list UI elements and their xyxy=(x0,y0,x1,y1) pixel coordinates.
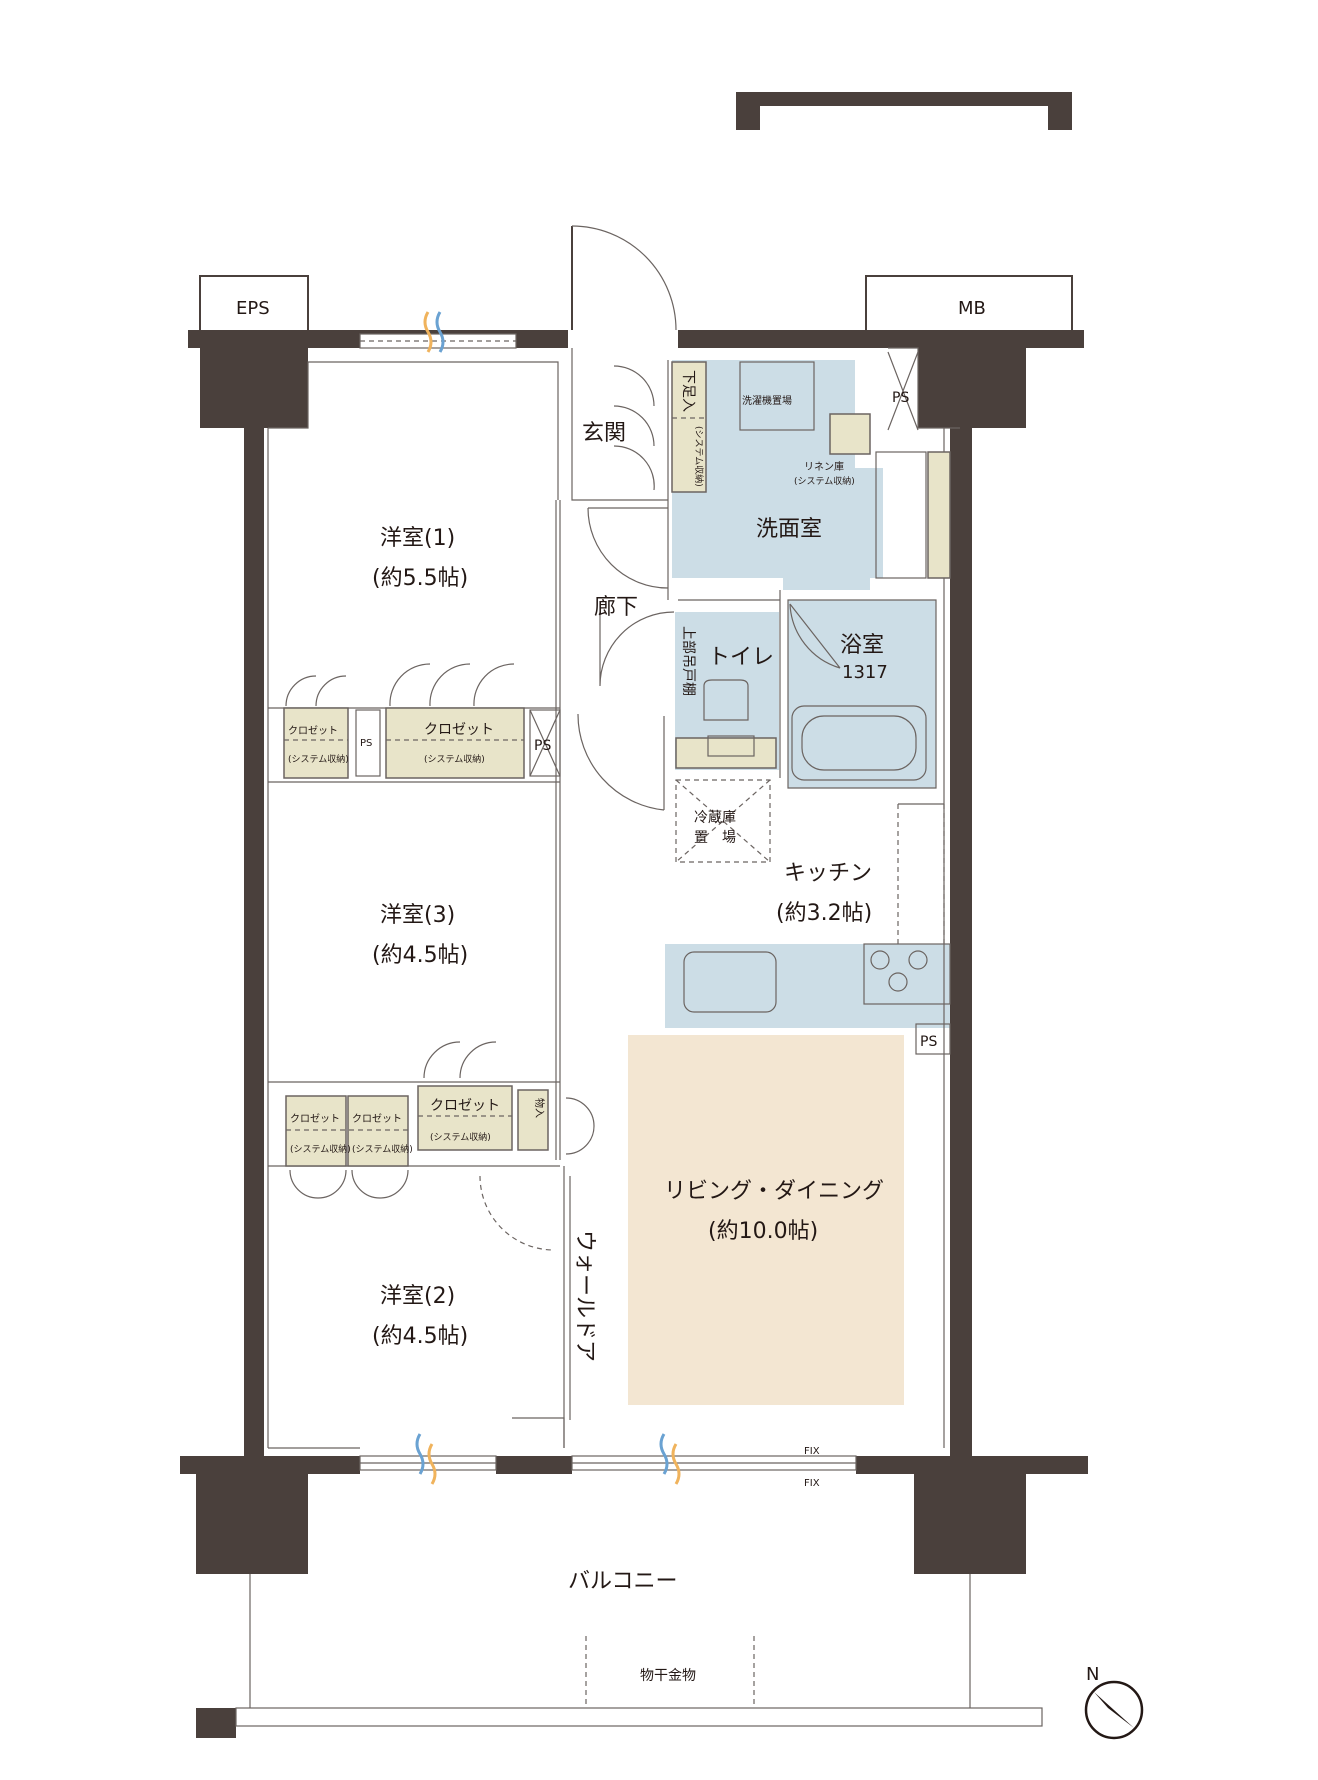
room3-name: 洋室(3) xyxy=(380,903,455,928)
hallway-label: 廊下 xyxy=(594,595,638,620)
washer-label: 洗濯機置場 xyxy=(742,394,792,407)
bathtub xyxy=(791,705,927,781)
cooktop xyxy=(863,943,951,1005)
closet-sys-r3: (システム収納) xyxy=(430,1131,491,1143)
ldk-size: (約10.0帖) xyxy=(708,1219,818,1244)
closet-sys-r1a: (システム収納) xyxy=(288,753,349,765)
structure-walls xyxy=(180,330,1088,1738)
washer-space xyxy=(739,361,815,431)
linen-storage xyxy=(927,451,951,579)
closet-sys-r1b: (システム収納) xyxy=(424,753,485,765)
storage-label: 物入 xyxy=(533,1098,546,1118)
shoe-system-label: (システム収納) xyxy=(693,426,705,487)
eps-label: EPS xyxy=(236,298,270,319)
ps-label-kitchen: PS xyxy=(920,1034,937,1050)
ldk-label: リビング・ダイニング xyxy=(664,1179,884,1204)
bath-label: 浴室 xyxy=(840,633,884,658)
storage-units xyxy=(283,351,951,1167)
windows xyxy=(359,311,857,1485)
fridge-label-2: 置 場 xyxy=(694,830,736,846)
closet-label-r1a: クロゼット xyxy=(288,725,338,737)
closet-sys-r2a: (システム収納) xyxy=(290,1143,351,1155)
eps-box: EPS xyxy=(199,275,309,330)
shoe-storage-label: 下足入 xyxy=(680,370,696,412)
closet-room2-left xyxy=(285,1095,347,1167)
room3-size: (約4.5帖) xyxy=(372,943,468,968)
kitchen-label: キッチン xyxy=(784,861,872,886)
closet-label-r2a: クロゼット xyxy=(290,1113,340,1125)
ps-label-mid: PS xyxy=(534,738,551,754)
area-fills xyxy=(628,360,952,1405)
exterior-corridor-marker xyxy=(736,92,1072,130)
room2-name: 洋室(2) xyxy=(380,1284,455,1309)
bath-size: 1317 xyxy=(842,662,888,683)
closet-label-r1b: クロゼット xyxy=(424,722,494,738)
entrance-label: 玄関 xyxy=(582,421,626,446)
closet-room2-right xyxy=(347,1095,409,1167)
closet-label-r3: クロゼット xyxy=(430,1098,500,1114)
compass-icon xyxy=(1084,1680,1144,1740)
storage-hall xyxy=(517,1089,549,1151)
washroom-label: 洗面室 xyxy=(756,517,822,542)
mb-box: MB xyxy=(865,275,1073,330)
room1-size: (約5.5帖) xyxy=(372,566,468,591)
closet-sys-r2b: (システム収納) xyxy=(352,1143,413,1155)
kitchen-size: (約3.2帖) xyxy=(776,901,872,926)
linen-system-label: (システム収納) xyxy=(794,475,855,487)
balcony-label: バルコニー xyxy=(568,1569,678,1594)
closet-room1-right xyxy=(385,707,525,779)
toilet-label: トイレ xyxy=(708,645,774,670)
fridge-label-1: 冷蔵庫 xyxy=(694,809,736,826)
kitchen-counter xyxy=(665,944,952,1028)
toilet-bowl xyxy=(703,679,749,721)
vanity-unit xyxy=(875,451,927,579)
living-dining-area xyxy=(628,1035,904,1405)
closet-label-r2b: クロゼット xyxy=(352,1113,402,1125)
hanger-label: 物干金物 xyxy=(640,1668,696,1684)
fix-label-1: FIX xyxy=(804,1446,820,1457)
ps-label-top: PS xyxy=(892,390,909,406)
room2-size: (約4.5帖) xyxy=(372,1324,468,1349)
ps-label-small: PS xyxy=(360,738,372,749)
doors xyxy=(285,225,841,1251)
compass: N xyxy=(1084,1664,1144,1740)
small-labels: 洗濯機置場 リネン庫 (システム収納) PS PS PS PS 冷蔵庫 置 場 … xyxy=(288,370,937,1684)
fix-label-2: FIX xyxy=(804,1478,820,1489)
compass-north: N xyxy=(1086,1664,1099,1685)
mb-label: MB xyxy=(958,298,986,319)
kitchen-sink xyxy=(683,951,777,1013)
wall-door-label: ウォールドア xyxy=(572,1230,597,1362)
balcony xyxy=(235,1574,1043,1727)
room1-name: 洋室(1) xyxy=(380,526,455,551)
closet-room1-left xyxy=(283,707,349,779)
upper-shelf-label: 上部吊戸棚 xyxy=(680,626,696,696)
shoe-storage xyxy=(671,361,707,493)
bathroom-area xyxy=(788,600,936,788)
linen-label: リネン庫 xyxy=(804,460,844,473)
closet-room3 xyxy=(417,1085,513,1151)
room-labels: 洋室(1) (約5.5帖) 洋室(3) (約4.5帖) 洋室(2) (約4.5帖… xyxy=(372,421,888,1594)
